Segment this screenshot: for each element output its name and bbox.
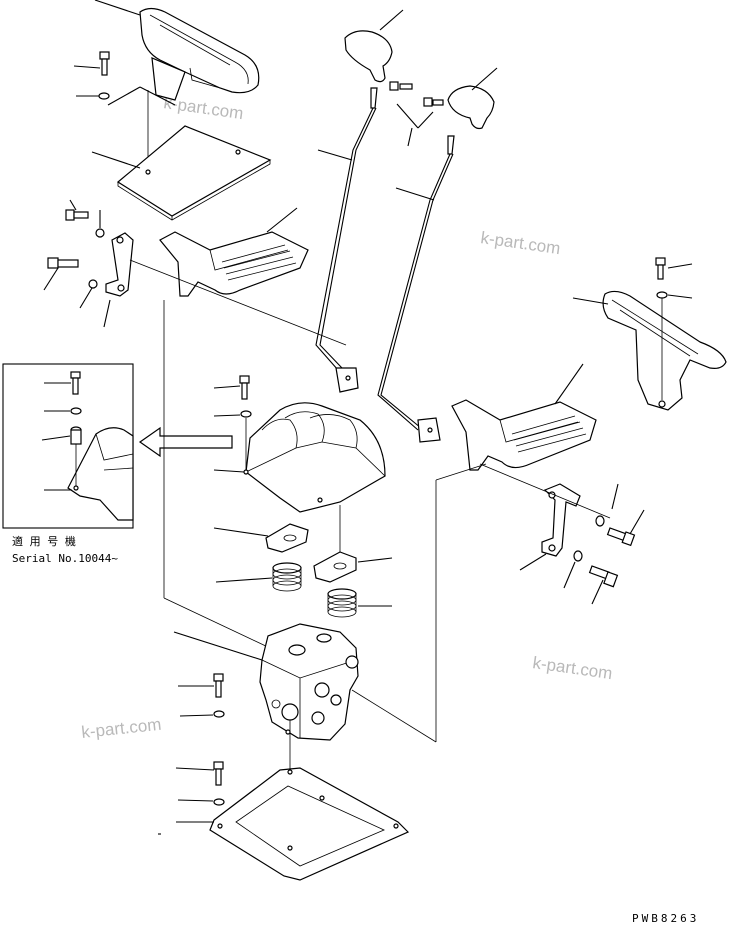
- watermark-2: k-part.com: [479, 228, 561, 258]
- lever-knob-left: [344, 30, 393, 83]
- watermark-4: k-part.com: [80, 715, 162, 742]
- applicable-serial-label: 適 用 号 機: [12, 534, 76, 548]
- washer-icon: [240, 410, 252, 418]
- spring-right: [327, 588, 357, 618]
- washer-icon: [98, 92, 110, 100]
- pilot-valve: [259, 623, 359, 741]
- washer-icon: [213, 798, 225, 806]
- drawing-code: PWB8263: [632, 912, 699, 925]
- nut-bolt-pair: [389, 81, 444, 107]
- left-bracket: [105, 232, 134, 297]
- seal-left: [265, 523, 309, 553]
- left-lever-grip: [139, 7, 260, 101]
- seal-right: [313, 551, 357, 583]
- bolt-icon: [655, 257, 666, 280]
- right-lever-grip: [602, 290, 727, 411]
- washer-icon: [573, 550, 583, 562]
- watermark-3: k-part.com: [531, 653, 613, 683]
- bolt-icon: [47, 257, 98, 289]
- base-plate: [209, 767, 410, 881]
- lever-rod-left: [315, 87, 378, 371]
- bolt-icon: [213, 761, 224, 786]
- bolt-icon: [99, 51, 110, 76]
- right-pedal: [451, 399, 597, 471]
- bolt-icon: [65, 209, 105, 238]
- arrow-icon: [138, 426, 233, 458]
- cover-plate: [116, 125, 272, 221]
- serial-inset: [2, 363, 134, 529]
- lever-knob-right: [447, 85, 495, 130]
- right-bracket: [541, 483, 581, 557]
- washer-icon: [595, 515, 605, 527]
- serial-number-label: Serial No.10044~: [12, 552, 118, 565]
- bolt-icon: [213, 673, 224, 698]
- bolt-icon: [239, 375, 250, 400]
- lever-rod-right: [377, 135, 455, 431]
- bolt-icon: [588, 565, 619, 588]
- washer-icon: [656, 291, 668, 299]
- spring-left: [272, 562, 302, 592]
- washer-icon: [213, 710, 225, 718]
- boot-cover: [243, 402, 386, 513]
- bolt-icon: [606, 527, 636, 547]
- left-pedal: [159, 231, 309, 297]
